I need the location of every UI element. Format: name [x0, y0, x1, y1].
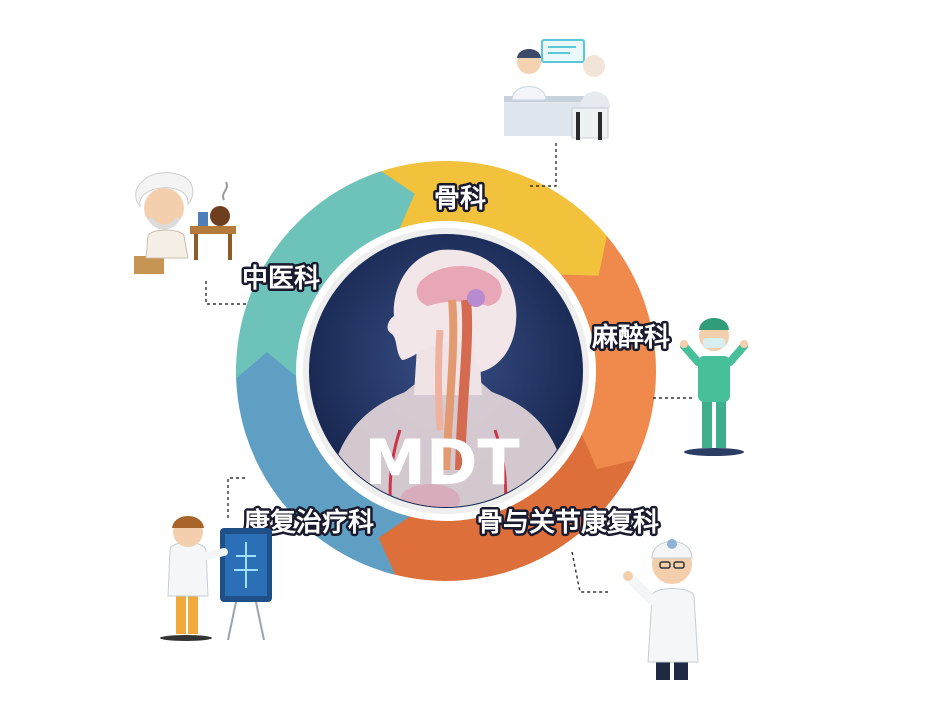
- segment-rehab-therapy: [236, 339, 410, 575]
- doctor-at-desk-illustration: [504, 39, 610, 140]
- connectors: [205, 142, 692, 593]
- steam-icon: [222, 181, 228, 201]
- department-label-anesthesiology: 麻醉科: [591, 323, 670, 353]
- segment-bone-joint-rehab: [367, 434, 637, 581]
- segment-anesthesiology: [560, 236, 656, 482]
- segment-tcm: [236, 171, 415, 379]
- doctor-xray-illustration: [160, 516, 272, 641]
- surgeon-illustration: [680, 318, 748, 456]
- center-circle: MDT: [309, 234, 583, 508]
- anatomy-illustration: [325, 249, 572, 507]
- segment-orthopedics: [367, 161, 612, 281]
- center-title: MDT: [364, 426, 519, 499]
- department-ring: [236, 161, 656, 581]
- department-label-bone-joint-rehab: 骨与关节康复科: [477, 507, 659, 538]
- doctor-bottom-right-illustration: [623, 539, 699, 680]
- tcm-doctor-illustration: [134, 172, 236, 274]
- department-label-orthopedics: 骨科: [434, 184, 486, 214]
- department-label-tcm: 中医科: [242, 264, 320, 294]
